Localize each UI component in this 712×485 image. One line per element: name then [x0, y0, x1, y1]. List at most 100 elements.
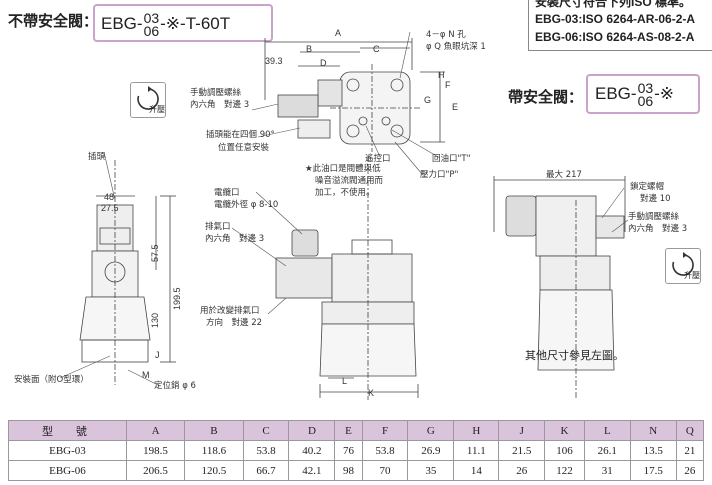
dim-K: K	[368, 388, 375, 398]
top-view-drawing	[264, 38, 445, 152]
iso-standard-box: 安裝尺寸符合下列ISO 標準。 EBG-03:ISO 6264-AR-06-2-…	[528, 0, 712, 51]
rotate-label-left: 升壓	[149, 105, 165, 114]
star-note-1: ★此油口是閥體與低	[305, 164, 381, 174]
mount-face-label: 安裝面（附O型環）	[14, 375, 89, 385]
dim-M: M	[142, 370, 150, 380]
rotate-label-right: 升壓	[684, 271, 700, 280]
return-port-label: 回油口"T"	[432, 154, 471, 164]
star-note-2: 噪音溢流閥通用而	[315, 176, 384, 186]
model-num-bottom: 06	[143, 23, 160, 39]
model-num-bottom-2: 06	[637, 93, 654, 109]
cell: 13.5	[629, 440, 677, 461]
pressure-port-label: 壓力口"P"	[420, 170, 459, 180]
air-vent-label-1: 排氣口	[205, 222, 231, 232]
manual-screw-label: 手動調壓螺絲	[190, 88, 242, 98]
air-change-label-1: 用於改變排氣口	[200, 306, 260, 316]
dim-D: D	[320, 58, 327, 68]
cell: 53.8	[242, 440, 290, 461]
lock-nut-label-2: 對邊 10	[640, 194, 671, 204]
header-G: G	[407, 420, 455, 441]
cell: 42.1	[288, 460, 336, 481]
table-row: EBG-03 198.5 118.6 53.8 40.2 76 53.8 26.…	[8, 440, 705, 461]
no-relief-label: 不帶安全閥：	[8, 12, 99, 30]
model-suffix-2: -※	[654, 83, 675, 103]
dim-C: C	[373, 44, 380, 54]
dim-L: L	[342, 376, 348, 386]
model-num-top-2: 03	[637, 80, 654, 96]
cell: 35	[407, 460, 455, 481]
iso-line-2: EBG-06:ISO 6264-AS-08-2-A	[535, 30, 695, 44]
iso-line-1: EBG-03:ISO 6264-AR-06-2-A	[535, 12, 696, 26]
side-view-drawing	[275, 156, 419, 400]
dim-G: G	[424, 95, 432, 105]
with-relief-label: 帶安全閥：	[508, 88, 584, 106]
header-N: N	[629, 420, 677, 441]
dim-B: B	[306, 44, 313, 54]
cell: 26.9	[407, 440, 455, 461]
dim-E: E	[452, 102, 459, 112]
air-change-label-2: 方向 對邊 22	[206, 318, 263, 328]
rotate-increase-icon-right: 升壓	[665, 248, 701, 284]
cell: 98	[334, 460, 363, 481]
dim-57-5: 57.5	[150, 244, 160, 262]
holes-label-2: φ Q 魚眼坑深 1	[426, 42, 486, 52]
header-F: F	[361, 420, 409, 441]
cell: EBG-06	[8, 460, 127, 481]
dim-A: A	[335, 28, 342, 38]
dim-48: 48	[104, 192, 115, 202]
holes-label-1: 4－φ N 孔	[426, 30, 466, 40]
model-prefix-2: EBG-	[595, 83, 637, 103]
dim-H: H	[438, 70, 445, 80]
locating-pin-label: 定位銷 φ 6	[154, 381, 196, 391]
cell: 14	[453, 460, 500, 481]
front-view-drawing	[79, 160, 176, 385]
cell: 106	[544, 440, 585, 461]
header-C: C	[242, 420, 290, 441]
header-K: K	[544, 420, 585, 441]
cell: EBG-03	[8, 440, 127, 461]
header-J: J	[498, 420, 546, 441]
cell: 120.5	[184, 460, 244, 481]
cell: 118.6	[184, 440, 244, 461]
manual-screw-right-label-1: 手動調壓螺絲	[628, 212, 680, 222]
right-view-drawing	[493, 176, 626, 400]
cell: 17.5	[629, 460, 677, 481]
cell: 76	[334, 440, 363, 461]
dim-F: F	[445, 80, 451, 90]
model-suffix: -※-T-60T	[160, 13, 231, 33]
header-B: B	[184, 420, 244, 441]
socket-label-2: 電纜外徑 φ 8-10	[214, 200, 279, 210]
header-E: E	[334, 420, 363, 441]
vent-port-label: 遙控口	[365, 154, 391, 164]
plug-turn-label-1: 插頭能在四個 90°	[206, 130, 275, 140]
header-A: A	[125, 420, 186, 441]
header-L: L	[583, 420, 631, 441]
cell: 70	[361, 460, 409, 481]
cell: 53.8	[361, 440, 409, 461]
dim-199-5: 199.5	[172, 287, 182, 310]
cell: 21	[675, 440, 705, 461]
table-header-row: 型 號 A B C D E F G H J K L N Q	[8, 420, 705, 441]
star-note-3: 加工，不使用。	[315, 188, 375, 198]
cell: 11.1	[453, 440, 500, 461]
spec-table: 型 號 A B C D E F G H J K L N Q EBG-03 198…	[8, 420, 705, 481]
rotate-increase-icon-left: 升壓	[130, 82, 166, 118]
plug-turn-label-2: 位置任意安裝	[218, 143, 270, 153]
dim-27-5: 27.5	[101, 203, 119, 213]
cell: 206.5	[125, 460, 186, 481]
lock-nut-label-1: 鎖定螺帽	[630, 182, 665, 192]
cell: 26.1	[583, 440, 631, 461]
model-prefix: EBG-	[101, 13, 143, 33]
air-vent-label-2: 內六角 對邊 3	[205, 234, 265, 244]
cell: 31	[583, 460, 631, 481]
header-D: D	[288, 420, 336, 441]
plug-label: 插頭	[88, 152, 106, 162]
header-Q: Q	[675, 420, 705, 441]
cell: 66.7	[242, 460, 290, 481]
cell: 40.2	[288, 440, 336, 461]
cell: 198.5	[125, 440, 186, 461]
technical-drawing	[59, 31, 629, 400]
dim-J: J	[155, 350, 160, 360]
